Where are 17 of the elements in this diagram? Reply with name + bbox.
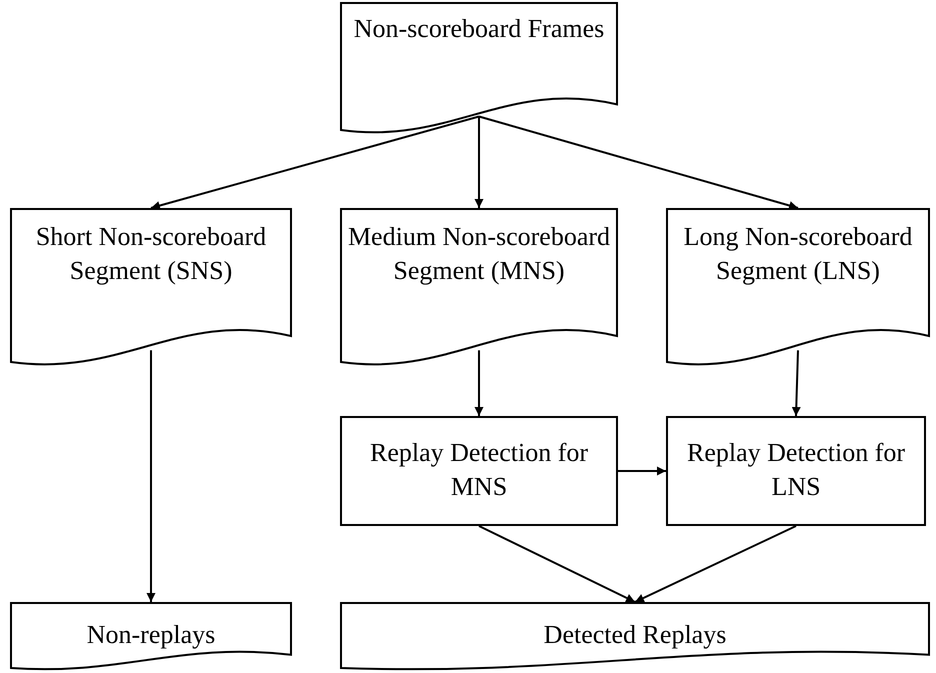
arrow (474, 116, 484, 208)
process-box (666, 416, 926, 526)
document-shape (340, 602, 930, 668)
arrow (146, 350, 156, 602)
document-shape (10, 602, 292, 668)
arrow (792, 350, 801, 416)
node-label: Replay Detection for MNS (368, 437, 590, 503)
node-label: Non-replays (86, 619, 216, 651)
process-box (340, 416, 618, 526)
arrow (618, 466, 666, 476)
node-label: Detected Replays (542, 619, 728, 651)
arrow (150, 116, 480, 210)
arrow (478, 525, 636, 603)
node-label: Replay Detection for LNS (686, 437, 906, 503)
arrow (634, 525, 796, 603)
arrow (478, 116, 798, 210)
arrow (474, 350, 484, 416)
